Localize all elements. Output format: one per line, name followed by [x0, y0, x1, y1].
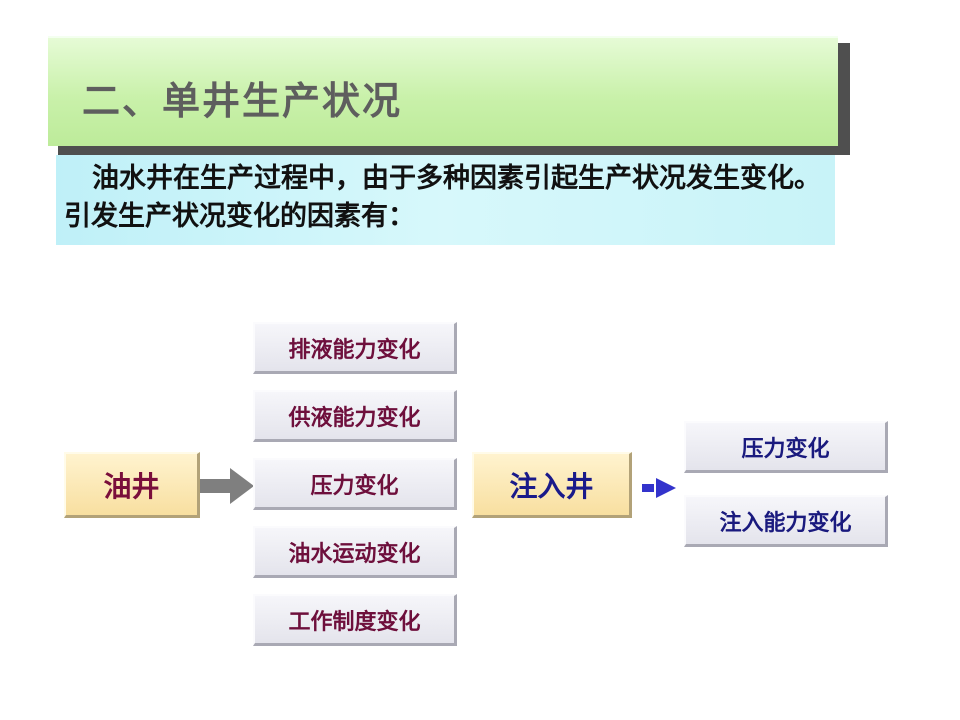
oil-factor-supply: 供液能力变化 — [253, 390, 457, 442]
page-title: 二、单井生产状况 — [82, 79, 403, 123]
injection-well-arrow — [642, 478, 676, 498]
oil-well-arrow — [200, 468, 254, 504]
oil-factor-oil-water-movement: 油水运动变化 — [253, 526, 457, 578]
oil-factor-drainage: 排液能力变化 — [253, 322, 457, 374]
inj-factor-injectivity: 注入能力变化 — [684, 495, 888, 547]
intro-text: 油水井在生产过程中，由于多种因素引起生产状况发生变化。引发生产状况变化的因素有： — [64, 163, 821, 232]
inj-factor-pressure: 压力变化 — [684, 421, 888, 473]
title-banner — [48, 36, 838, 146]
injection-well-node: 注入井 — [472, 452, 632, 518]
oil-factor-operating-regime: 工作制度变化 — [253, 594, 457, 646]
oil-factor-pressure: 压力变化 — [253, 458, 457, 510]
intro-panel — [56, 155, 835, 245]
oil-well-node: 油井 — [64, 452, 200, 518]
